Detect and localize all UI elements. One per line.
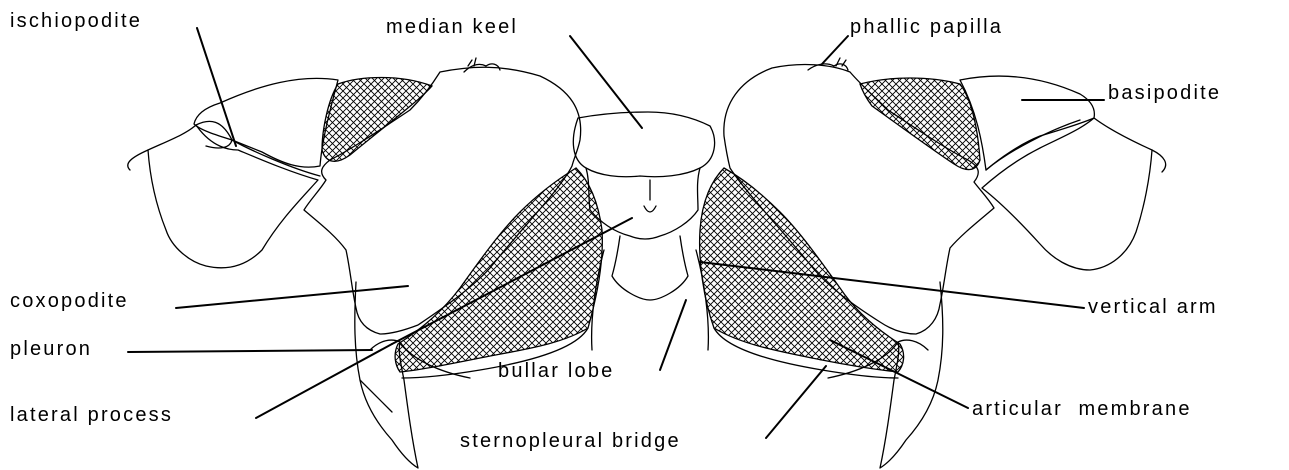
leader-ischiopodite bbox=[197, 28, 236, 146]
label-sternopleural-bridge: sternopleural bridge bbox=[460, 430, 681, 452]
leader-lateral-process-a bbox=[256, 344, 392, 418]
right-upper-membrane bbox=[860, 78, 980, 170]
label-median-keel: median keel bbox=[386, 16, 518, 38]
label-pleuron: pleuron bbox=[10, 338, 92, 360]
label-ischiopodite: ischiopodite bbox=[10, 10, 142, 32]
leader-bullar-lobe bbox=[660, 300, 686, 370]
label-basipodite: basipodite bbox=[1108, 82, 1221, 104]
leader-sternopleural-bridge bbox=[766, 366, 826, 438]
label-coxopodite: coxopodite bbox=[10, 290, 129, 312]
label-phallic-papilla: phallic papilla bbox=[850, 16, 1003, 38]
left-upper-membrane bbox=[322, 78, 432, 162]
left-appendage bbox=[128, 58, 603, 468]
right-distal-segment bbox=[982, 118, 1152, 270]
leader-phallic-papilla bbox=[822, 36, 848, 64]
label-bullar-lobe: bullar lobe bbox=[498, 360, 615, 382]
label-articular-membrane: articular membrane bbox=[972, 398, 1192, 420]
left-distal-segment bbox=[148, 125, 318, 268]
left-vertical-arm-membrane bbox=[395, 168, 602, 372]
label-vertical-arm: vertical arm bbox=[1088, 296, 1218, 318]
leader-pleuron bbox=[128, 350, 372, 352]
label-lateral-process: lateral process bbox=[10, 404, 173, 426]
left-pleuron bbox=[355, 282, 418, 468]
leader-coxopodite bbox=[176, 286, 408, 308]
right-pleuron bbox=[880, 282, 943, 468]
right-vertical-arm-membrane bbox=[700, 168, 904, 372]
